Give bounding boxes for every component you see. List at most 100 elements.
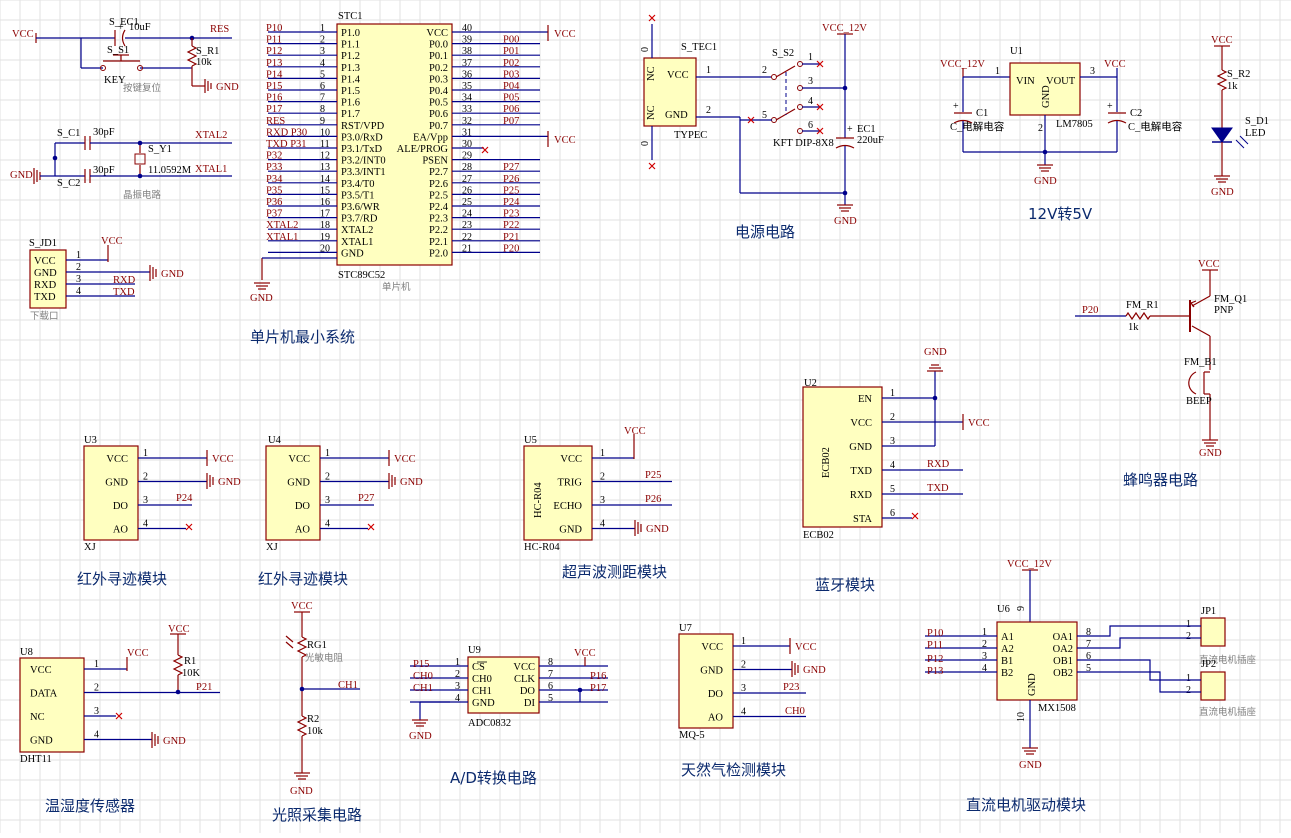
bt-pin-name-2: GND — [849, 442, 872, 453]
mcu-left-pin-name-10: P3.1/TxD — [341, 144, 383, 155]
net-vcc-label: VCC — [12, 29, 34, 40]
mcu-right-pin-num-15: 25 — [462, 197, 472, 208]
mcu-left-pin-num-1: 2 — [320, 35, 325, 46]
mcu-right-pin-num-2: 38 — [462, 46, 472, 57]
reg-title: 12V转5V — [1028, 205, 1093, 223]
ad-p16-label: P16 — [590, 671, 606, 682]
motor-title: 直流电机驱动模块 — [966, 796, 1086, 814]
ir2-pin-name-0: VCC — [288, 454, 310, 465]
ad-right-pin-name-2: DO — [520, 686, 536, 697]
motor-ref: U6 — [997, 604, 1010, 615]
mcu-left-pin-name-3: P1.3 — [341, 63, 360, 74]
light-rg-note: 光敏电阻 — [305, 652, 344, 664]
buzzer-q-ref: FM_Q1 — [1214, 294, 1247, 305]
dht-pin-name-3: GND — [30, 736, 53, 747]
svg-text:4: 4 — [808, 96, 813, 107]
mcu-left-pin-num-15: 16 — [320, 197, 330, 208]
ir2-title: 红外寻迹模块 — [258, 570, 348, 588]
bt-pin-name-4: RXD — [850, 490, 873, 501]
bt-side-label: ECB02 — [821, 447, 832, 478]
ad-body — [467, 656, 540, 714]
ir1-body — [83, 445, 139, 541]
ultra-title: 超声波测距模块 — [562, 563, 667, 581]
reg-gnd-label: GND — [1034, 176, 1057, 187]
download-pin-num-3: 4 — [76, 286, 81, 297]
svg-text:2: 2 — [706, 105, 711, 116]
download-pin-num-1: 2 — [76, 262, 81, 273]
mcu-right-pin-num-7: 33 — [462, 104, 472, 115]
bt-pin-num-4: 5 — [890, 484, 895, 495]
mcu-right-pin-net-3: P02 — [503, 58, 519, 69]
power-tec-vcc-pin: VCC — [667, 70, 689, 81]
mcu-right-pin-num-6: 34 — [462, 93, 472, 104]
buzzer-r-ref: FM_R1 — [1126, 300, 1159, 311]
ir1-pin-num-2: 3 — [143, 495, 148, 506]
motor-jp1-pin1: 1 — [1186, 619, 1191, 630]
mcu-right-pin-name-14: P2.5 — [429, 190, 448, 201]
mcu-left-pin-net-11: P32 — [266, 151, 282, 162]
mcu-right-pin-name-19: P2.0 — [429, 248, 448, 259]
mcu-gnd-label: GND — [250, 293, 273, 304]
led-r-ref: S_R2 — [1227, 69, 1250, 80]
mcu-left-pin-name-17: XTAL2 — [341, 225, 373, 236]
ad-right-pin-name-1: CLK — [514, 674, 535, 685]
dht-pin-num-2: 3 — [94, 706, 99, 717]
mcu-left-pin-net-0: P10 — [266, 23, 282, 34]
mcu-right-pin-num-11: 29 — [462, 151, 472, 162]
svg-text:+: + — [118, 22, 124, 33]
ad-right-pin-num-3: 5 — [548, 693, 553, 704]
motor-right-pin-name-2: OB1 — [1053, 656, 1073, 667]
mcu-stc89c52: STC1 P1.01P10P1.12P11P1.23P12P1.34P13P1.… — [250, 11, 576, 346]
gas-pin-name-2: DO — [708, 689, 724, 700]
reset-s1-value: KEY — [104, 75, 126, 86]
mcu-left-pin-num-7: 8 — [320, 104, 325, 115]
reset-note: 按键复位 — [123, 82, 162, 94]
mcu-left-pin-net-2: P12 — [266, 46, 282, 57]
mcu-left-pin-name-11: P3.2/INT0 — [341, 156, 386, 167]
ad-left-pin-name-2: CH1 — [472, 686, 492, 697]
mcu-right-pin-num-17: 23 — [462, 220, 472, 231]
motor-jp1-body — [1200, 617, 1226, 647]
mcu-left-pin-net-8: RES — [266, 116, 285, 127]
motor-gnd-pin: GND — [1027, 673, 1038, 696]
crystal-c1-ref: S_C1 — [57, 128, 80, 139]
mcu-left-pin-num-11: 12 — [320, 151, 330, 162]
mcu-right-pin-net-2: P01 — [503, 46, 519, 57]
gas-ch0-label: CH0 — [785, 706, 805, 717]
crystal-xtal2-label: XTAL2 — [195, 130, 227, 141]
mcu-left-pin-net-6: P16 — [266, 93, 282, 104]
buzzer-b-part: BEEP — [1186, 396, 1212, 407]
ir1-vcc-label: VCC — [212, 454, 234, 465]
download-pin-name-2: RXD — [34, 280, 57, 291]
bt-rxd-label: RXD — [927, 459, 950, 470]
reset-gnd-label: GND — [216, 82, 239, 93]
motor-right-pin-name-1: OA2 — [1053, 644, 1073, 655]
dht-r-ref: R1 — [184, 656, 196, 667]
ir1-pin-name-1: GND — [105, 478, 128, 489]
ir1-title: 红外寻迹模块 — [77, 570, 167, 588]
download-pin-name-1: GND — [34, 268, 57, 279]
mcu-right-pin-name-5: P0.4 — [429, 86, 449, 97]
reg-part: LM7805 — [1056, 119, 1093, 130]
mcu-left-pin-num-16: 17 — [320, 209, 330, 220]
regulator-circuit: VCC_12V U1 VIN VOUT GND 1 3 LM7805 VCC +… — [940, 46, 1183, 223]
mcu-left-pin-net-12: P33 — [266, 162, 282, 173]
mcu-left-pin-net-15: P36 — [266, 197, 282, 208]
mcu-left-pin-num-9: 10 — [320, 127, 330, 138]
gas-title: 天然气检测模块 — [681, 761, 786, 779]
mcu-right-pin-net-13: P26 — [503, 174, 519, 185]
mcu-left-pin-num-14: 15 — [320, 185, 330, 196]
crystal-c2-value: 30pF — [93, 165, 115, 176]
ad-right-pin-num-0: 8 — [548, 657, 553, 668]
dht-pin-name-2: NC — [30, 712, 45, 723]
mcu-left-pin-net-5: P15 — [266, 81, 282, 92]
reg-body — [1009, 62, 1081, 116]
dht-r-value: 10K — [182, 668, 201, 679]
bt-pin-num-0: 1 — [890, 388, 895, 399]
mcu-left-pin-net-10: TXD P31 — [266, 139, 307, 150]
reset-ec1-value: 10uF — [129, 22, 151, 33]
ultra-gnd-label: GND — [646, 524, 669, 535]
mcu-left-pin-num-13: 14 — [320, 174, 330, 185]
mcu-right-pin-net-17: P22 — [503, 220, 519, 231]
